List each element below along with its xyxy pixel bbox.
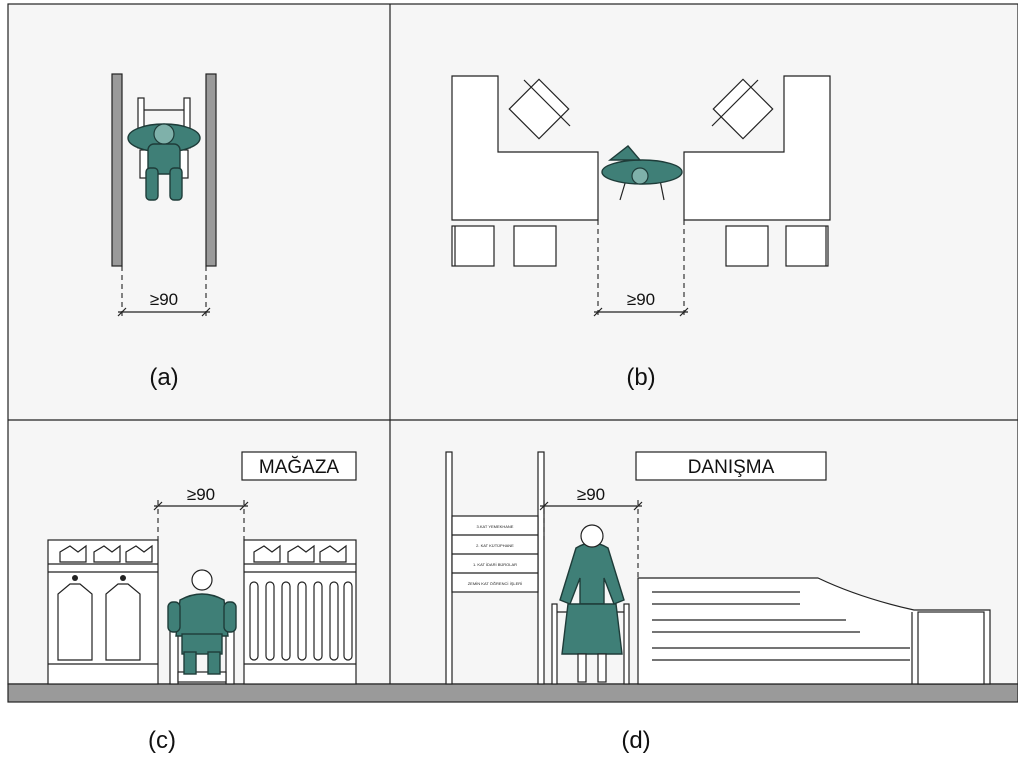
panel-a: ≥90 (a) xyxy=(111,73,217,391)
stool xyxy=(725,225,769,267)
stool xyxy=(785,225,829,267)
clothing-rack-right xyxy=(243,539,357,685)
info-sign-text: DANIŞMA xyxy=(688,457,775,478)
dimension-label-c: ≥90 xyxy=(187,485,215,504)
store-sign xyxy=(241,451,357,481)
folded-shirt-icon xyxy=(59,544,153,563)
counter-left xyxy=(451,75,599,221)
dimension-label-a: ≥90 xyxy=(150,290,178,309)
panel-label-c: (c) xyxy=(148,727,176,754)
wheelchair-user-icon xyxy=(167,569,237,685)
walker-user-icon xyxy=(601,145,683,201)
folded-shirt-icon xyxy=(253,544,347,563)
directory-row: 1. KAT İDARİ BÜROLAR xyxy=(473,562,517,567)
directory-row: ZEMİN KAT ÖĞRENCİ İŞLERİ xyxy=(468,581,523,586)
stool xyxy=(451,225,495,267)
info-counter xyxy=(637,577,991,685)
panel-b: ≥90 (b) xyxy=(451,75,831,391)
directory-row: 2. KAT KÜTÜPHANE xyxy=(476,543,514,548)
wheelchair-user-icon xyxy=(127,97,201,201)
clothing-hanger-icon xyxy=(249,581,353,661)
floor-strip xyxy=(7,683,1018,703)
panel-label-d: (d) xyxy=(621,727,650,754)
clothing-hanger-icon xyxy=(57,575,141,661)
dimension-label-d: ≥90 xyxy=(577,485,605,504)
store-sign-text: MAĞAZA xyxy=(259,456,340,478)
panel-label-b: (b) xyxy=(626,364,655,391)
stool xyxy=(513,225,557,267)
dimension-label-b: ≥90 xyxy=(627,290,655,309)
chair-icon xyxy=(711,78,774,140)
walker-user-icon xyxy=(551,524,630,685)
panel-d: DANIŞMA 3.KAT YEMEKHANE 2. KAT KÜTÜPHANE… xyxy=(445,451,991,685)
panel-label-a: (a) xyxy=(149,364,178,391)
info-sign xyxy=(635,451,827,481)
chair-icon xyxy=(508,78,571,140)
panel-c: MAĞAZA xyxy=(47,451,357,685)
corridor-wall-left xyxy=(111,73,123,267)
corridor-wall-right xyxy=(205,73,217,267)
counter-right xyxy=(683,75,831,221)
directory-row: 3.KAT YEMEKHANE xyxy=(477,524,514,529)
directory-board: 3.KAT YEMEKHANE 2. KAT KÜTÜPHANE 1. KAT … xyxy=(445,451,545,685)
clothing-rack-left xyxy=(47,539,159,685)
